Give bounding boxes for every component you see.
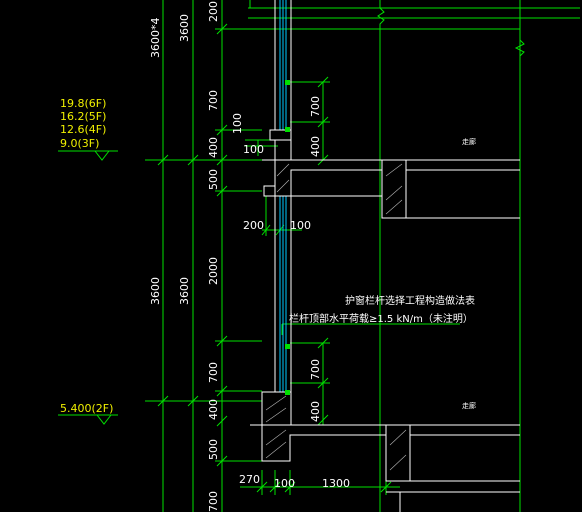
top-gridlines	[248, 0, 580, 512]
dim-upper-500: 500	[207, 169, 220, 190]
dim-typical-floors: 3600*4	[149, 18, 162, 59]
elev-3f: 9.0(3F)	[60, 137, 99, 150]
elev-6f: 19.8(6F)	[60, 97, 106, 110]
note-line-1: 护窗栏杆选择工程构造做法表	[345, 294, 475, 307]
dim-100-b: 100	[243, 143, 264, 156]
dim-lower-700: 700	[207, 362, 220, 383]
dim-200: 200	[243, 219, 264, 232]
note-line-2: 栏杆顶部水平荷载≥1.5 kN/m（未注明）	[289, 312, 473, 325]
dim-upper-700: 700	[207, 90, 220, 111]
concrete-hatch	[265, 163, 407, 471]
level-markers	[58, 150, 118, 425]
dim-bottom-700: 700	[207, 491, 220, 512]
dim-second-floor-inner: 3600	[178, 277, 191, 305]
dim-lower-2000: 2000	[207, 257, 220, 285]
elev-2f: 5.400(2F)	[60, 402, 113, 415]
dim-bottom-270: 270	[239, 473, 260, 486]
dimension-lines	[145, 0, 460, 512]
dim-top-200: 200	[207, 1, 220, 22]
elev-5f: 16.2(5F)	[60, 110, 106, 123]
dim-upper-400: 400	[207, 137, 220, 158]
dim-bottom-1300: 1300	[322, 477, 350, 490]
dim-upper-local-700: 700	[309, 96, 322, 117]
dim-second-floor: 3600	[149, 277, 162, 305]
glazing	[279, 0, 287, 392]
dim-100-a: 100	[231, 113, 244, 134]
dim-lower-local-700: 700	[309, 359, 322, 380]
dim-lower-local-400: 400	[309, 401, 322, 422]
dim-lower-500: 500	[207, 439, 220, 460]
text-layer: 3600*4 3600 3600 3600 200 700 400 500 20…	[149, 1, 476, 512]
dim-100-c: 100	[290, 219, 311, 232]
dim-typical-floor: 3600	[178, 14, 191, 42]
room-label-upper: 走廊	[462, 137, 476, 146]
elev-4f: 12.6(4F)	[60, 123, 106, 136]
hardware-markers	[285, 80, 290, 395]
elevation-labels: 19.8(6F) 16.2(5F) 12.6(4F) 9.0(3F) 5.400…	[60, 97, 113, 415]
dim-lower-400: 400	[207, 399, 220, 420]
dim-bottom-100: 100	[274, 477, 295, 490]
room-label-lower: 走廊	[462, 401, 476, 410]
dim-upper-local-400: 400	[309, 136, 322, 157]
structure	[250, 0, 520, 512]
